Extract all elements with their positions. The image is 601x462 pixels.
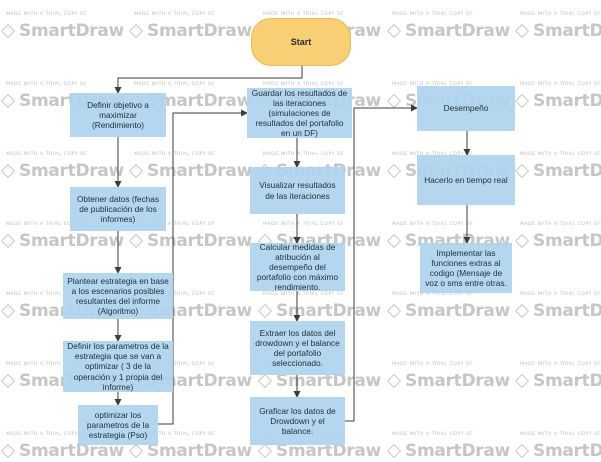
start-node[interactable]: Start <box>251 18 351 66</box>
step-definir-parametros[interactable]: Definir los parametros de la estrategia … <box>63 341 173 392</box>
step-obtener-datos[interactable]: Obtener datos (fechas de publicación de … <box>70 187 166 231</box>
step-implementar-funciones[interactable]: Implementar las funciones extras al codi… <box>420 243 512 293</box>
step-calcular-medidas[interactable]: Calcular medidas de atribución al desemp… <box>250 242 345 292</box>
step-tiempo-real[interactable]: Hacerlo en tiempo real <box>417 155 515 205</box>
step-definir-objetivo[interactable]: Definir objetivo a maximizar (Rendimient… <box>70 93 166 137</box>
step-guardar-resultados[interactable]: Guardar los resultados de las iteracione… <box>247 88 352 138</box>
edge-graficar-to-desempeno <box>345 104 418 422</box>
step-visualizar-resultados[interactable]: Visualizar resultados de las iteraciones <box>250 167 345 214</box>
edge-start-to-objetivo <box>114 66 303 94</box>
step-optimizar-parametros[interactable]: optimizar los parametros de la estrategi… <box>78 405 158 445</box>
edge-optimizar-to-guardar <box>158 109 248 425</box>
step-desempeno[interactable]: Desempeño <box>417 86 515 131</box>
step-extraer-datos[interactable]: Extraer los datos del drowdown y el bala… <box>250 321 345 375</box>
step-plantear-estrategia[interactable]: Plantear estrategia en base a los escena… <box>63 273 173 319</box>
step-graficar-datos[interactable]: Graficar los datos de Drowdown y el bala… <box>250 397 345 445</box>
